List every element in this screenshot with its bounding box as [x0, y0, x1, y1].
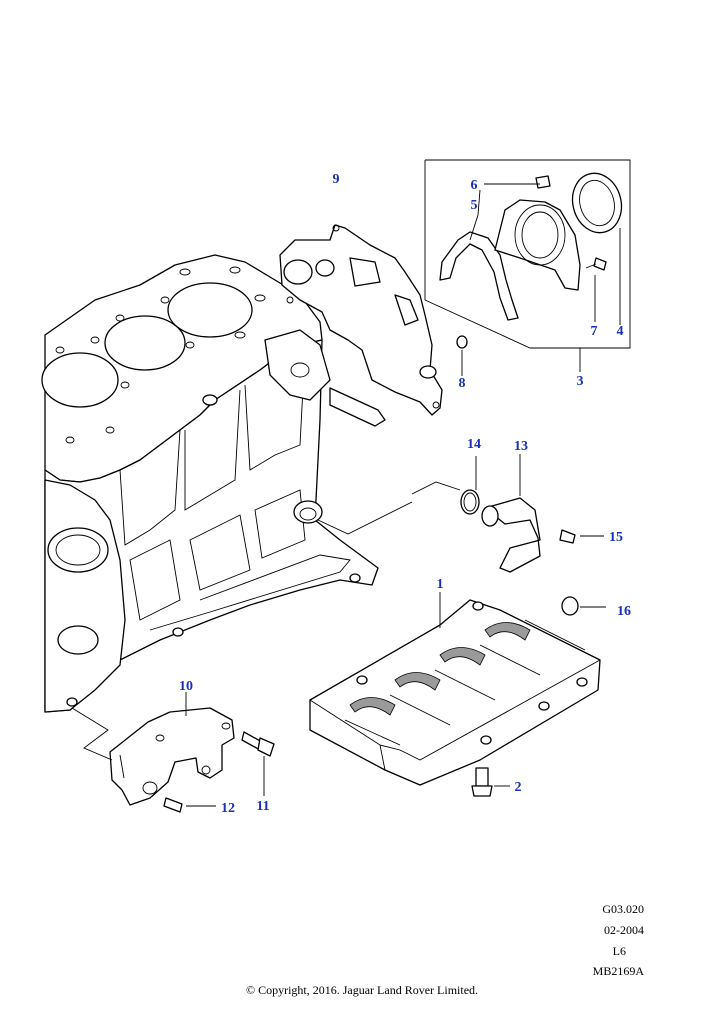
bearing-ladder-frame: [309, 592, 601, 786]
callout-5: 5: [471, 198, 478, 213]
ladder-frame-bolt: [471, 767, 510, 797]
reference-illustration-id: MB2169A: [592, 964, 644, 978]
callout-11: 11: [256, 799, 269, 814]
rear-oil-seal-group-box: [424, 159, 631, 372]
housing-bolt: [593, 257, 607, 271]
callout-9: 9: [333, 172, 340, 187]
oil-pump-bracket: [71, 692, 275, 813]
callout-8: 8: [459, 376, 466, 391]
callout-10: 10: [179, 679, 193, 694]
callout-6: 6: [471, 178, 478, 193]
copyright-notice: © Copyright, 2016. Jaguar Land Rover Lim…: [245, 983, 479, 997]
rear-adapter-plate: [279, 224, 443, 427]
seal-retainer-gasket: [439, 231, 519, 321]
callout-12: 12: [221, 801, 235, 816]
callout-15: 15: [609, 530, 623, 545]
callout-7: 7: [591, 324, 598, 339]
callout-2: 2: [515, 780, 522, 795]
callout-13: 13: [514, 439, 528, 454]
dowel: [456, 335, 468, 376]
reference-engine: L6: [612, 944, 626, 958]
engine-block: [41, 254, 379, 713]
reference-date: 02-2004: [604, 923, 644, 937]
blanking-plug: [561, 596, 606, 616]
callout-4: 4: [617, 324, 624, 339]
crankshaft-position-sensor: [317, 454, 604, 573]
retainer-bolt: [535, 175, 551, 189]
crankshaft-rear-seal: [571, 172, 623, 234]
callout-14: 14: [467, 437, 481, 452]
callout-3: 3: [577, 374, 584, 389]
callout-16: 16: [617, 604, 631, 619]
callout-1: 1: [437, 577, 444, 592]
reference-group-code: G03.020: [602, 902, 644, 916]
